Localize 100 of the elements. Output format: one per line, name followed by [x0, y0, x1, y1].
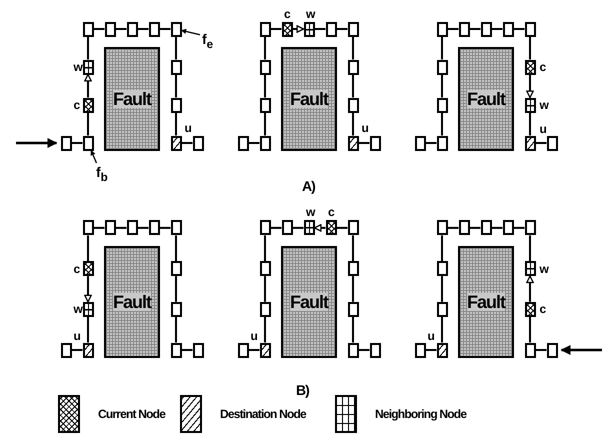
node-tag: w: [306, 8, 316, 20]
node-box: [260, 302, 270, 317]
fault-label: Fault: [113, 90, 151, 108]
link-line: [175, 36, 177, 60]
link-line: [72, 142, 82, 144]
node-label: f$_{e}$: [202, 32, 214, 52]
node-tag: c: [284, 8, 291, 20]
link-line: [87, 316, 89, 342]
fault-label: Fault: [113, 292, 151, 311]
fault-region: [104, 47, 160, 151]
neighboring-node-box: [82, 302, 94, 317]
node-box: [436, 302, 448, 317]
fault-label: Fault: [290, 292, 328, 311]
link-line: [182, 142, 192, 144]
destination-node-box: [82, 342, 94, 358]
node-box: [348, 302, 358, 317]
link-line: [116, 28, 126, 30]
link-line: [514, 28, 524, 30]
route-arrow: [84, 276, 92, 302]
link-line: [441, 276, 443, 302]
link-line: [264, 235, 266, 262]
node-label: f$_{b}$: [96, 165, 108, 185]
node-box: [436, 22, 448, 36]
node-box: [436, 60, 448, 74]
current-node-box: [82, 98, 94, 112]
link-line: [529, 235, 531, 262]
neighboring-node-box: [304, 220, 314, 236]
link-line: [358, 349, 370, 351]
route-arrow: [84, 74, 92, 98]
node-box: [170, 261, 182, 276]
node-tag: u: [362, 122, 369, 134]
node-box: [60, 342, 72, 358]
node-box: [458, 22, 470, 36]
link-line: [441, 36, 443, 60]
link-line: [270, 226, 282, 229]
node-box: [326, 22, 336, 36]
leader-line: [90, 150, 98, 164]
node-box: [502, 22, 514, 36]
link-line: [448, 28, 458, 30]
node-box: [170, 98, 182, 112]
link-line: [94, 226, 104, 229]
node-box: [546, 342, 558, 358]
node-box: [524, 342, 536, 358]
node-box: [480, 22, 492, 36]
fault-region: [104, 246, 160, 358]
fault-region: [458, 246, 514, 358]
link-line: [470, 28, 480, 30]
node-box: [436, 136, 448, 150]
node-box: [260, 136, 270, 150]
route-arrow: [526, 275, 534, 302]
node-box: [82, 22, 94, 36]
panel-label: A): [302, 178, 315, 194]
node-box: [60, 136, 72, 150]
link-line: [448, 226, 458, 229]
link-line: [426, 349, 436, 351]
link-line: [116, 226, 126, 229]
node-box: [260, 98, 270, 112]
node-box: [260, 60, 270, 74]
node-tag: w: [74, 61, 83, 73]
leader-line: [181, 28, 200, 36]
link-line: [441, 316, 443, 342]
node-box: [260, 261, 270, 276]
node-box: [348, 22, 358, 36]
link-line: [492, 226, 502, 229]
node-box: [370, 342, 380, 358]
link-line: [514, 226, 524, 229]
link-line: [264, 74, 266, 98]
link-line: [352, 276, 354, 302]
node-tag: w: [306, 206, 316, 218]
link-line: [87, 235, 89, 262]
node-box: [148, 22, 160, 36]
input-arrow: [560, 345, 602, 355]
node-box: [260, 22, 270, 36]
fault-label: Fault: [467, 90, 505, 108]
node-box: [348, 98, 358, 112]
node-box: [436, 261, 448, 276]
neighboring-node-box: [524, 261, 536, 276]
link-line: [264, 276, 266, 302]
link-line: [270, 28, 282, 30]
node-box: [436, 98, 448, 112]
node-box: [414, 136, 426, 150]
link-line: [160, 28, 170, 30]
legend-label: Destination Node: [220, 407, 306, 421]
node-box: [238, 136, 248, 150]
current-node-box: [326, 220, 336, 236]
link-line: [264, 36, 266, 60]
current-node-box: [524, 302, 536, 317]
link-line: [94, 28, 104, 30]
current-node-box: [282, 22, 292, 36]
node-box: [126, 22, 138, 36]
node-tag: u: [428, 330, 435, 342]
link-line: [175, 112, 177, 136]
node-box: [546, 136, 558, 150]
destination-node-box: [260, 342, 270, 358]
link-line: [492, 28, 502, 30]
link-line: [441, 112, 443, 136]
legend-label: Neighboring Node: [375, 407, 466, 421]
link-line: [87, 112, 89, 136]
link-line: [536, 349, 546, 351]
current-node-box: [82, 261, 94, 276]
